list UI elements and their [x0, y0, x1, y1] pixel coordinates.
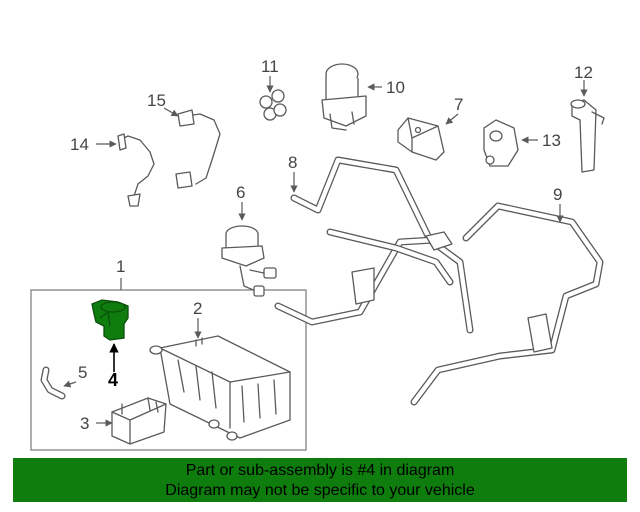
callout-9: 9: [553, 185, 562, 204]
notice-banner: Part or sub-assembly is #4 in diagram Di…: [13, 458, 627, 502]
callout-2: 2: [193, 299, 202, 318]
part-10-egr-valve[interactable]: [321, 63, 382, 131]
callout-7: 7: [454, 95, 463, 114]
part-4-valve[interactable]: [91, 299, 129, 372]
part-2-canister[interactable]: [149, 318, 291, 441]
part-5-hose[interactable]: [40, 366, 77, 400]
callout-14: 14: [70, 135, 89, 154]
callout-10: 10: [386, 78, 405, 97]
callout-8: 8: [288, 153, 297, 172]
part-3-bracket[interactable]: [96, 397, 167, 445]
callout-1: 1: [116, 257, 125, 276]
part-11-gaskets[interactable]: [259, 76, 287, 121]
part-13-sensor[interactable]: [483, 119, 538, 167]
callout-6: 6: [236, 183, 245, 202]
part-14-oxygen-sensor[interactable]: [96, 133, 155, 207]
part-15-oxygen-sensor[interactable]: [163, 107, 221, 189]
part-7-bracket[interactable]: [397, 113, 459, 161]
callout-12: 12: [574, 63, 593, 82]
banner-line-1: Part or sub-assembly is #4 in diagram: [185, 462, 455, 479]
callout-4: 4: [108, 370, 118, 390]
part-9-fuel-line[interactable]: [410, 202, 604, 406]
banner-line-2: Diagram may not be specific to your vehi…: [165, 482, 475, 499]
callout-5: 5: [78, 363, 87, 382]
part-8-vapor-line[interactable]: [274, 156, 474, 334]
assembly-box: [30, 278, 307, 451]
callout-3: 3: [80, 414, 89, 433]
callout-13: 13: [542, 131, 561, 150]
callout-15: 15: [147, 91, 166, 110]
callout-11: 11: [261, 57, 279, 76]
part-12-tube[interactable]: [570, 80, 605, 173]
part-6-purge-valve[interactable]: [221, 202, 277, 297]
